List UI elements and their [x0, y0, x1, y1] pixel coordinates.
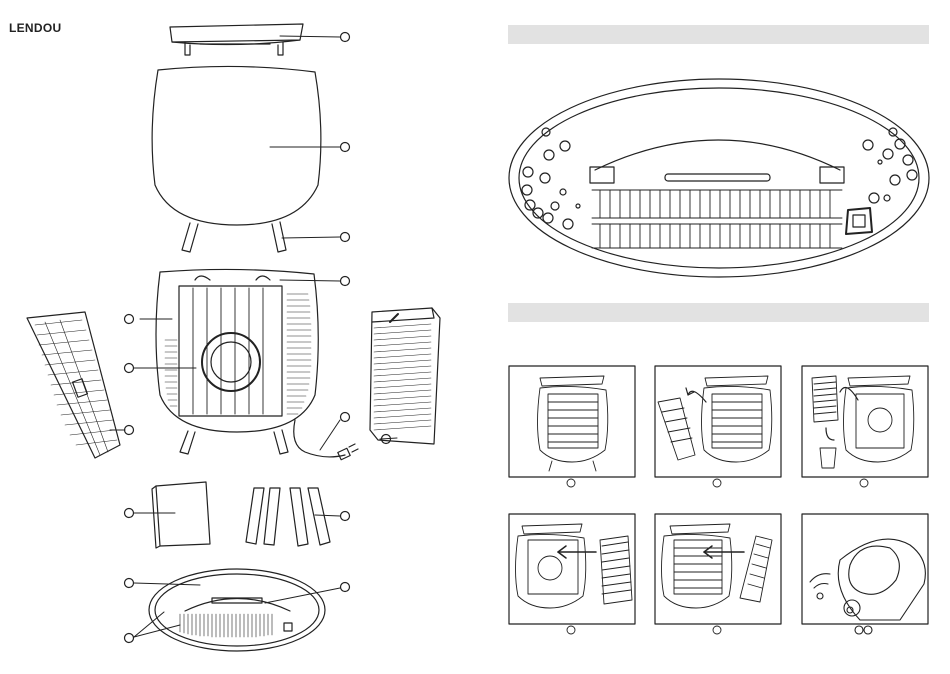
step-3-illustration	[812, 376, 914, 487]
housing-shell-illustration	[152, 66, 349, 252]
step-6-illustration	[810, 539, 925, 634]
step-1-illustration	[538, 376, 608, 487]
top-cover-illustration	[170, 24, 350, 55]
control-panel-detail-illustration	[509, 79, 929, 277]
hepa-filter-illustration	[370, 308, 440, 444]
step-4-illustration	[516, 524, 633, 634]
right-control-buttons	[863, 128, 917, 203]
power-cord-illustration	[294, 413, 358, 460]
step-1-frame	[509, 366, 635, 477]
spare-legs-illustration	[246, 488, 350, 546]
inner-frame-illustration	[125, 269, 350, 454]
user-manual-illustration	[125, 482, 211, 548]
step-6-frame	[802, 514, 928, 624]
step-5-illustration	[662, 524, 773, 634]
control-panel-small-illustration	[125, 569, 350, 651]
step-2-illustration	[658, 376, 772, 487]
side-prefilter-illustration	[27, 312, 134, 458]
step-frames	[509, 366, 928, 624]
left-control-buttons	[522, 128, 580, 229]
